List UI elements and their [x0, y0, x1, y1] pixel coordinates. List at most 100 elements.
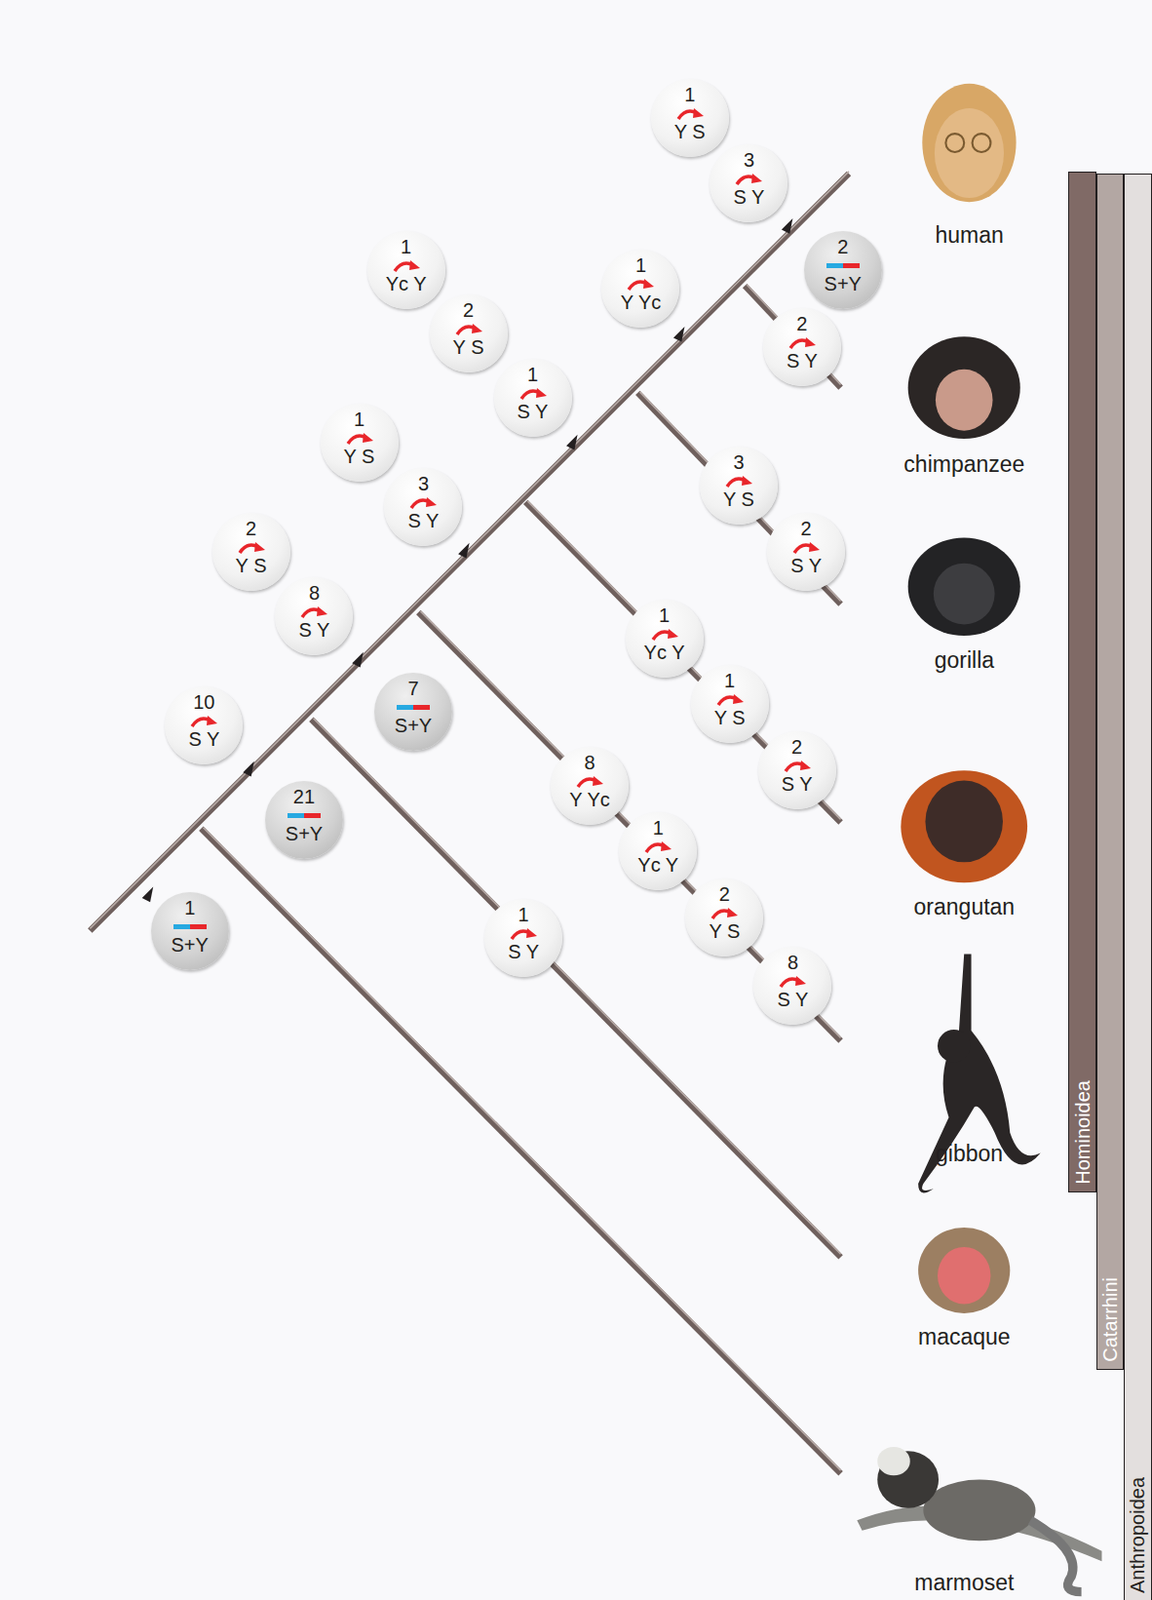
transition-event-circle: 1Yc Y	[625, 599, 704, 678]
combined-event-circle: 21S+Y	[265, 780, 344, 859]
red-arrow-icon	[570, 772, 610, 789]
state-change: S+Y	[804, 272, 883, 295]
transition-event-circle: 8S Y	[753, 946, 832, 1025]
event-count: 2	[763, 312, 842, 335]
transition-event-circle: 2 S Y	[763, 307, 842, 386]
state-change: Y S	[429, 336, 508, 358]
state-change: Y Yc	[550, 788, 629, 810]
taxon-band: Catarrhini	[1096, 173, 1123, 1370]
red-arrow-icon	[184, 712, 224, 729]
event-count: 1	[625, 604, 704, 626]
combined-event-circle: 7S+Y	[374, 672, 453, 751]
state-change: Y S	[691, 706, 769, 729]
event-count: 8	[274, 581, 353, 604]
two-color-bar	[284, 806, 324, 823]
state-change: S Y	[709, 186, 788, 208]
two-color-bar	[823, 257, 863, 273]
red-arrow-icon	[786, 538, 826, 555]
arrow-head	[727, 907, 738, 918]
red-arrow-icon	[513, 384, 553, 401]
event-count: 1	[601, 254, 680, 276]
two-color-bar	[170, 918, 210, 934]
event-count: 1	[691, 669, 769, 692]
state-change: S Y	[763, 349, 842, 372]
transition-event-circle: 1Yc Y	[367, 230, 446, 309]
arrow-head	[316, 606, 328, 616]
event-count: 1	[618, 816, 697, 839]
red-arrow-icon	[719, 472, 759, 489]
bar-red	[843, 263, 860, 269]
state-change: S Y	[494, 400, 573, 423]
transition-event-circle: 1 Y S	[320, 403, 399, 482]
event-count: 1	[484, 903, 563, 925]
event-count: 3	[709, 149, 788, 171]
state-change: Yc Y	[618, 853, 697, 876]
transition-event-circle: 1Y Yc	[601, 249, 680, 328]
state-change: Y S	[685, 920, 764, 942]
arrow-head	[692, 108, 704, 118]
state-change: Y S	[699, 488, 778, 510]
event-count: 2	[685, 883, 764, 905]
state-change: S Y	[384, 509, 462, 532]
red-arrow-icon	[777, 757, 817, 773]
red-arrow-icon	[620, 275, 660, 292]
transition-event-circle: 1S Y	[484, 898, 563, 977]
species-name: gorilla	[934, 647, 995, 674]
arrow-head	[805, 337, 816, 347]
species-name: orangutan	[914, 892, 1016, 920]
transition-event-circle: 2Y S	[429, 294, 508, 373]
event-count: 2	[767, 517, 845, 539]
event-count: 3	[384, 472, 462, 495]
red-arrow-icon	[449, 320, 489, 337]
arrow-head	[808, 541, 820, 552]
event-count: 2	[758, 735, 837, 758]
species-name: chimpanzee	[903, 451, 1025, 478]
taxon-name: Hominoidea	[1071, 1079, 1094, 1185]
red-arrow-icon	[340, 429, 380, 446]
arrow-head	[536, 387, 547, 398]
red-arrow-icon	[231, 538, 271, 555]
arrow-head	[471, 323, 483, 334]
red-arrow-icon	[704, 904, 744, 921]
arrow-head	[206, 715, 218, 726]
species-name: human	[934, 221, 1003, 248]
transition-event-circle: 2 S Y	[758, 730, 837, 809]
red-arrow-icon	[386, 257, 426, 273]
combined-event-circle: 1S+Y	[151, 891, 230, 970]
arrow-head	[751, 173, 763, 184]
transition-event-circle: 3Y S	[699, 446, 778, 525]
event-count: 21	[265, 785, 344, 807]
transition-event-circle: 2 Y S	[212, 512, 291, 591]
red-arrow-icon	[670, 105, 710, 121]
event-count: 1	[651, 83, 730, 106]
bar-red	[190, 923, 207, 929]
event-count: 2	[212, 517, 291, 539]
taxon-name: Anthropoidea	[1126, 1476, 1150, 1593]
species-name: macaque	[918, 1323, 1011, 1350]
state-change: S Y	[767, 554, 845, 576]
state-change: Y S	[320, 445, 399, 467]
event-count: 2	[804, 235, 883, 258]
state-change: S Y	[758, 772, 837, 795]
arrow-head	[732, 693, 744, 704]
transition-event-circle: 3 S Y	[709, 144, 788, 223]
transition-event-circle: 8S Y	[274, 576, 353, 655]
transition-event-circle: 10S Y	[164, 686, 243, 765]
event-count: 1	[320, 408, 399, 430]
state-change: S+Y	[265, 822, 344, 845]
arrow-head	[667, 628, 679, 639]
taxon-name: Catarrhini	[1099, 1276, 1122, 1362]
red-arrow-icon	[710, 691, 750, 707]
red-arrow-icon	[729, 170, 768, 187]
arrow-head	[362, 432, 374, 443]
transition-event-circle: 2 Y S	[685, 878, 764, 957]
state-change: S+Y	[374, 714, 453, 736]
bar-blue	[396, 704, 414, 710]
species-name: marmoset	[914, 1568, 1014, 1595]
transition-event-circle: 1 Y S	[651, 78, 730, 157]
arrow-head	[660, 841, 672, 851]
state-change: Y S	[651, 120, 730, 143]
species-name: gibbon	[935, 1140, 1003, 1167]
state-change: Y S	[212, 554, 291, 576]
bar-blue	[287, 812, 305, 818]
